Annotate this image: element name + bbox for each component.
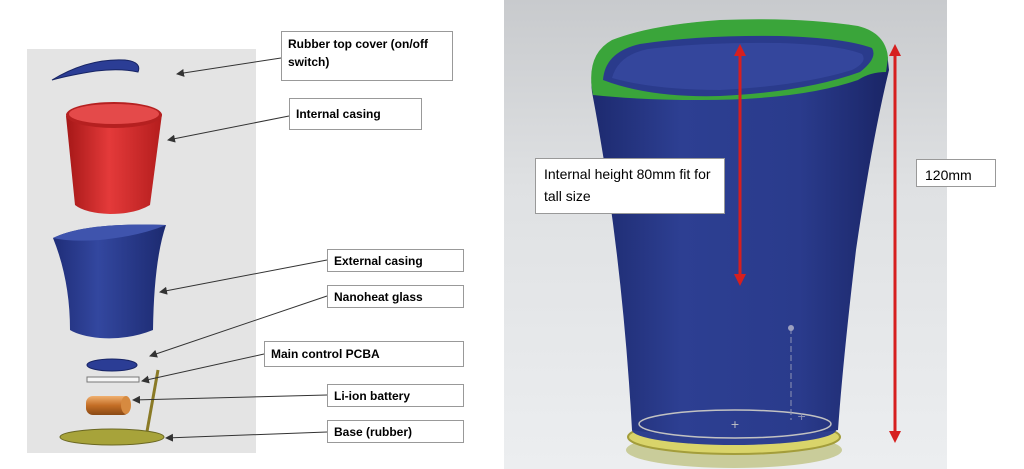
svg-text:+: + [730,418,739,431]
label-internal-casing: Internal casing [289,98,422,130]
svg-text:+: + [797,410,806,423]
label-rubber-top-cover: Rubber top cover (on/off switch) [281,31,453,81]
rubber-top-cover-part [51,59,140,81]
label-main-control-pcba: Main control PCBA [264,341,464,367]
spring-wire-part [144,369,160,438]
nanoheat-glass-part [86,358,138,372]
label-external-casing: External casing [327,249,464,272]
base-part [59,428,165,446]
label-li-ion-battery: Li-ion battery [327,384,464,407]
label-total-height: 120mm [916,159,996,187]
label-internal-height: Internal height 80mm fit for tall size [535,158,725,214]
pcba-part [86,376,140,383]
internal-casing-part [66,102,162,214]
leader-lines [132,57,328,442]
label-base-rubber: Base (rubber) [327,420,464,443]
external-casing-part [53,224,166,339]
label-nanoheat-glass: Nanoheat glass [327,285,464,308]
dimension-arrows [734,44,901,443]
battery-part [86,396,131,415]
